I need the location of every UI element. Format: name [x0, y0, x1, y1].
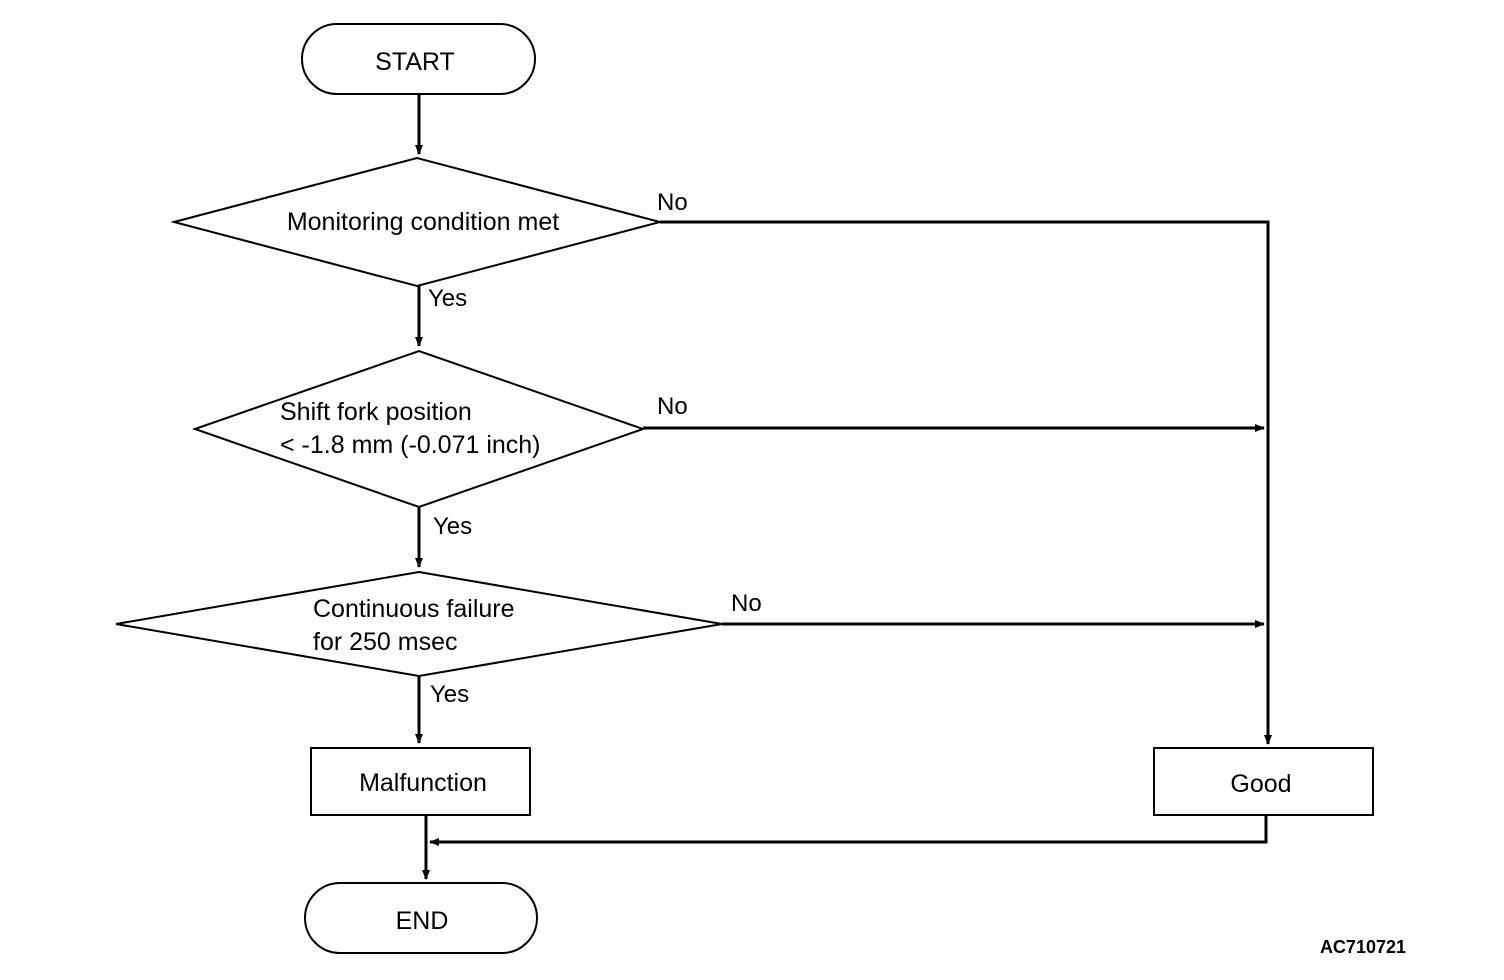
decision-2-no-label: No — [657, 393, 688, 420]
decision-3: Continuous failure for 250 msec — [115, 570, 723, 678]
decision-2: Shift fork position < -1.8 mm (-0.071 in… — [191, 349, 647, 509]
decision-3-label-line-2: for 250 msec — [313, 628, 458, 656]
end-label: END — [396, 907, 449, 935]
decision-3-yes-label: Yes — [430, 681, 469, 708]
decision-1-label: Monitoring condition met — [287, 208, 559, 236]
decision-1: Monitoring condition met — [170, 156, 664, 288]
malfunction-node: Malfunction — [310, 747, 531, 816]
connector-good-to-end — [429, 815, 1268, 846]
good-label: Good — [1230, 770, 1291, 798]
good-node: Good — [1153, 747, 1374, 816]
start-label: START — [375, 48, 455, 76]
decision-2-label-line-2: < -1.8 mm (-0.071 inch) — [280, 431, 541, 459]
malfunction-label: Malfunction — [359, 769, 487, 797]
figure-code: AC710721 — [1320, 937, 1406, 957]
decision-3-label-line-1: Continuous failure — [313, 595, 515, 623]
end-node: END — [304, 882, 538, 954]
decision-2-label-line-1: Shift fork position — [280, 398, 472, 426]
decision-2-yes-label: Yes — [433, 513, 472, 540]
decision-1-no-label: No — [657, 189, 688, 216]
connector-decision-1-no — [660, 220, 1272, 745]
start-node: START — [301, 23, 536, 95]
decision-1-yes-label: Yes — [428, 285, 467, 312]
decision-3-no-label: No — [731, 590, 762, 617]
